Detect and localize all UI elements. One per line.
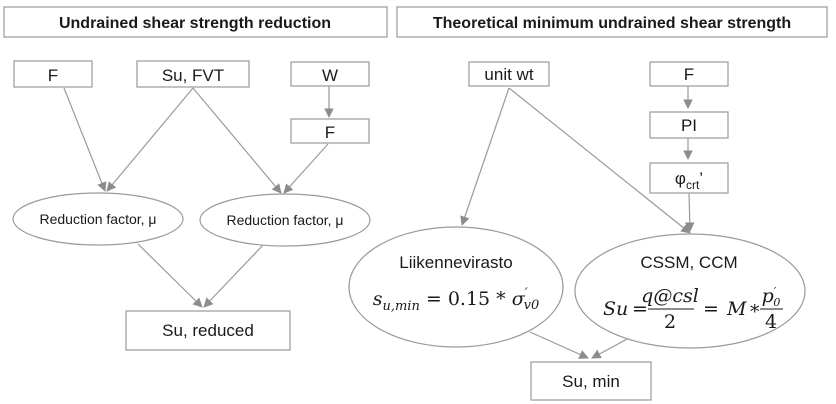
node-su-min-label: Su, min xyxy=(562,372,620,391)
node-su-reduced: Su, reduced xyxy=(125,310,291,351)
node-reduction-factor-1: Reduction factor, μ xyxy=(12,192,184,246)
svg-text:p′0: p′0 xyxy=(762,285,781,309)
node-pi-label: PI xyxy=(681,116,697,135)
svg-text:M: M xyxy=(726,298,747,320)
node-reduction-factor-2-label: Reduction factor, μ xyxy=(226,212,343,228)
node-f-mid-label: F xyxy=(325,123,335,142)
node-phi-crt: φcrt’ xyxy=(649,162,729,194)
node-su-min: Su, min xyxy=(530,361,652,401)
edge-f-to-rf2 xyxy=(283,143,329,194)
edge-sufvt-to-rf1 xyxy=(106,87,194,192)
svg-text:Su: Su xyxy=(603,298,628,320)
node-su-fvt-label: Su, FVT xyxy=(162,66,224,85)
node-su-fvt: Su, FVT xyxy=(136,60,250,88)
edge-sufvt-to-rf2 xyxy=(192,87,282,194)
edge-f-to-rf1 xyxy=(63,87,107,192)
node-cssm-ccm: CSSM, CCM Su = q@csl 2 = M * p′0 4 xyxy=(574,233,806,349)
node-f-left-label: F xyxy=(48,66,58,85)
left-panel-title-box: Undrained shear strength reduction xyxy=(3,6,388,38)
node-f-mid: F xyxy=(290,118,370,144)
node-w: W xyxy=(290,61,370,87)
node-f-right: F xyxy=(649,61,729,87)
node-unit-wt-label: unit wt xyxy=(484,65,533,84)
edge-unitwt-to-liik xyxy=(460,87,510,226)
svg-text:=: = xyxy=(703,298,719,320)
left-edges xyxy=(63,86,334,308)
node-liikennevirasto: Liikennevirasto su,min = 0.15 * σ′v0 xyxy=(348,226,564,348)
node-cssm-ccm-label: CSSM, CCM xyxy=(640,253,737,272)
edge-liik-to-sumin xyxy=(529,331,589,359)
node-reduction-factor-1-label: Reduction factor, μ xyxy=(39,211,156,227)
right-panel-title: Theoretical minimum undrained shear stre… xyxy=(433,15,791,32)
node-f-right-label: F xyxy=(684,65,694,84)
node-f-left: F xyxy=(13,60,93,88)
edge-rf1-to-sureduced xyxy=(137,243,203,308)
edge-rf2-to-sureduced xyxy=(203,243,265,308)
svg-text:q@csl: q@csl xyxy=(641,285,699,307)
svg-text:2: 2 xyxy=(664,311,676,333)
node-unit-wt: unit wt xyxy=(468,61,550,87)
node-w-label: W xyxy=(322,66,338,85)
edge-phi-to-cssm xyxy=(684,192,695,232)
svg-text:4: 4 xyxy=(765,311,777,333)
svg-text:=: = xyxy=(632,298,648,320)
right-panel-title-box: Theoretical minimum undrained shear stre… xyxy=(396,6,828,38)
edge-unitwt-to-cssm xyxy=(508,87,691,234)
cssm-equation: Su = q@csl 2 = M * p′0 4 xyxy=(603,285,783,333)
node-pi: PI xyxy=(649,111,729,139)
svg-text:*: * xyxy=(750,301,760,323)
node-reduction-factor-2: Reduction factor, μ xyxy=(199,193,371,247)
node-liikennevirasto-label: Liikennevirasto xyxy=(399,253,512,272)
left-panel-title: Undrained shear strength reduction xyxy=(59,15,331,32)
node-su-reduced-label: Su, reduced xyxy=(162,321,254,340)
